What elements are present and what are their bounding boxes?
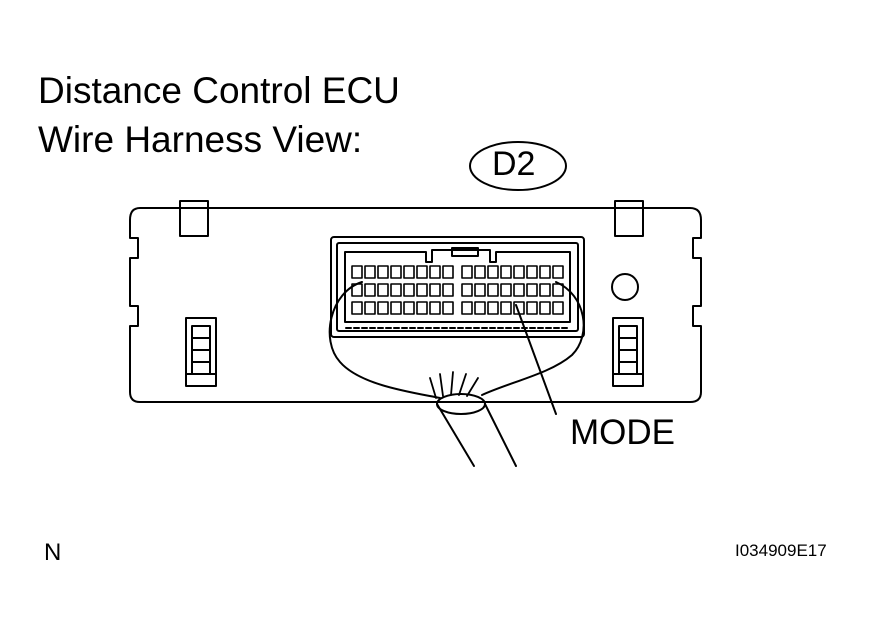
screw-hole: [611, 273, 639, 301]
connector-housing: [330, 236, 585, 338]
connector-id-label: D2: [492, 145, 536, 183]
diagram-title-line-1: Distance Control ECU: [38, 70, 400, 111]
corner-label: N: [44, 539, 62, 566]
wire-fanout: [429, 371, 479, 399]
figure-code: I034909E17: [735, 541, 827, 560]
terminal-cavities: [351, 265, 564, 315]
latch-left: [185, 317, 217, 387]
latch-right: [612, 317, 644, 387]
mode-pin-label: MODE: [570, 413, 675, 452]
wire-bundle-outline: [328, 281, 585, 399]
mounting-tab-right: [614, 207, 644, 237]
mounting-tab-left: [179, 207, 209, 237]
diagram-title-line-2: Wire Harness View:: [38, 119, 363, 160]
harness-cable: [436, 393, 517, 467]
ecu-housing: [129, 200, 702, 403]
connector-id-oval: [469, 141, 567, 191]
mode-leader-line: [515, 304, 557, 415]
